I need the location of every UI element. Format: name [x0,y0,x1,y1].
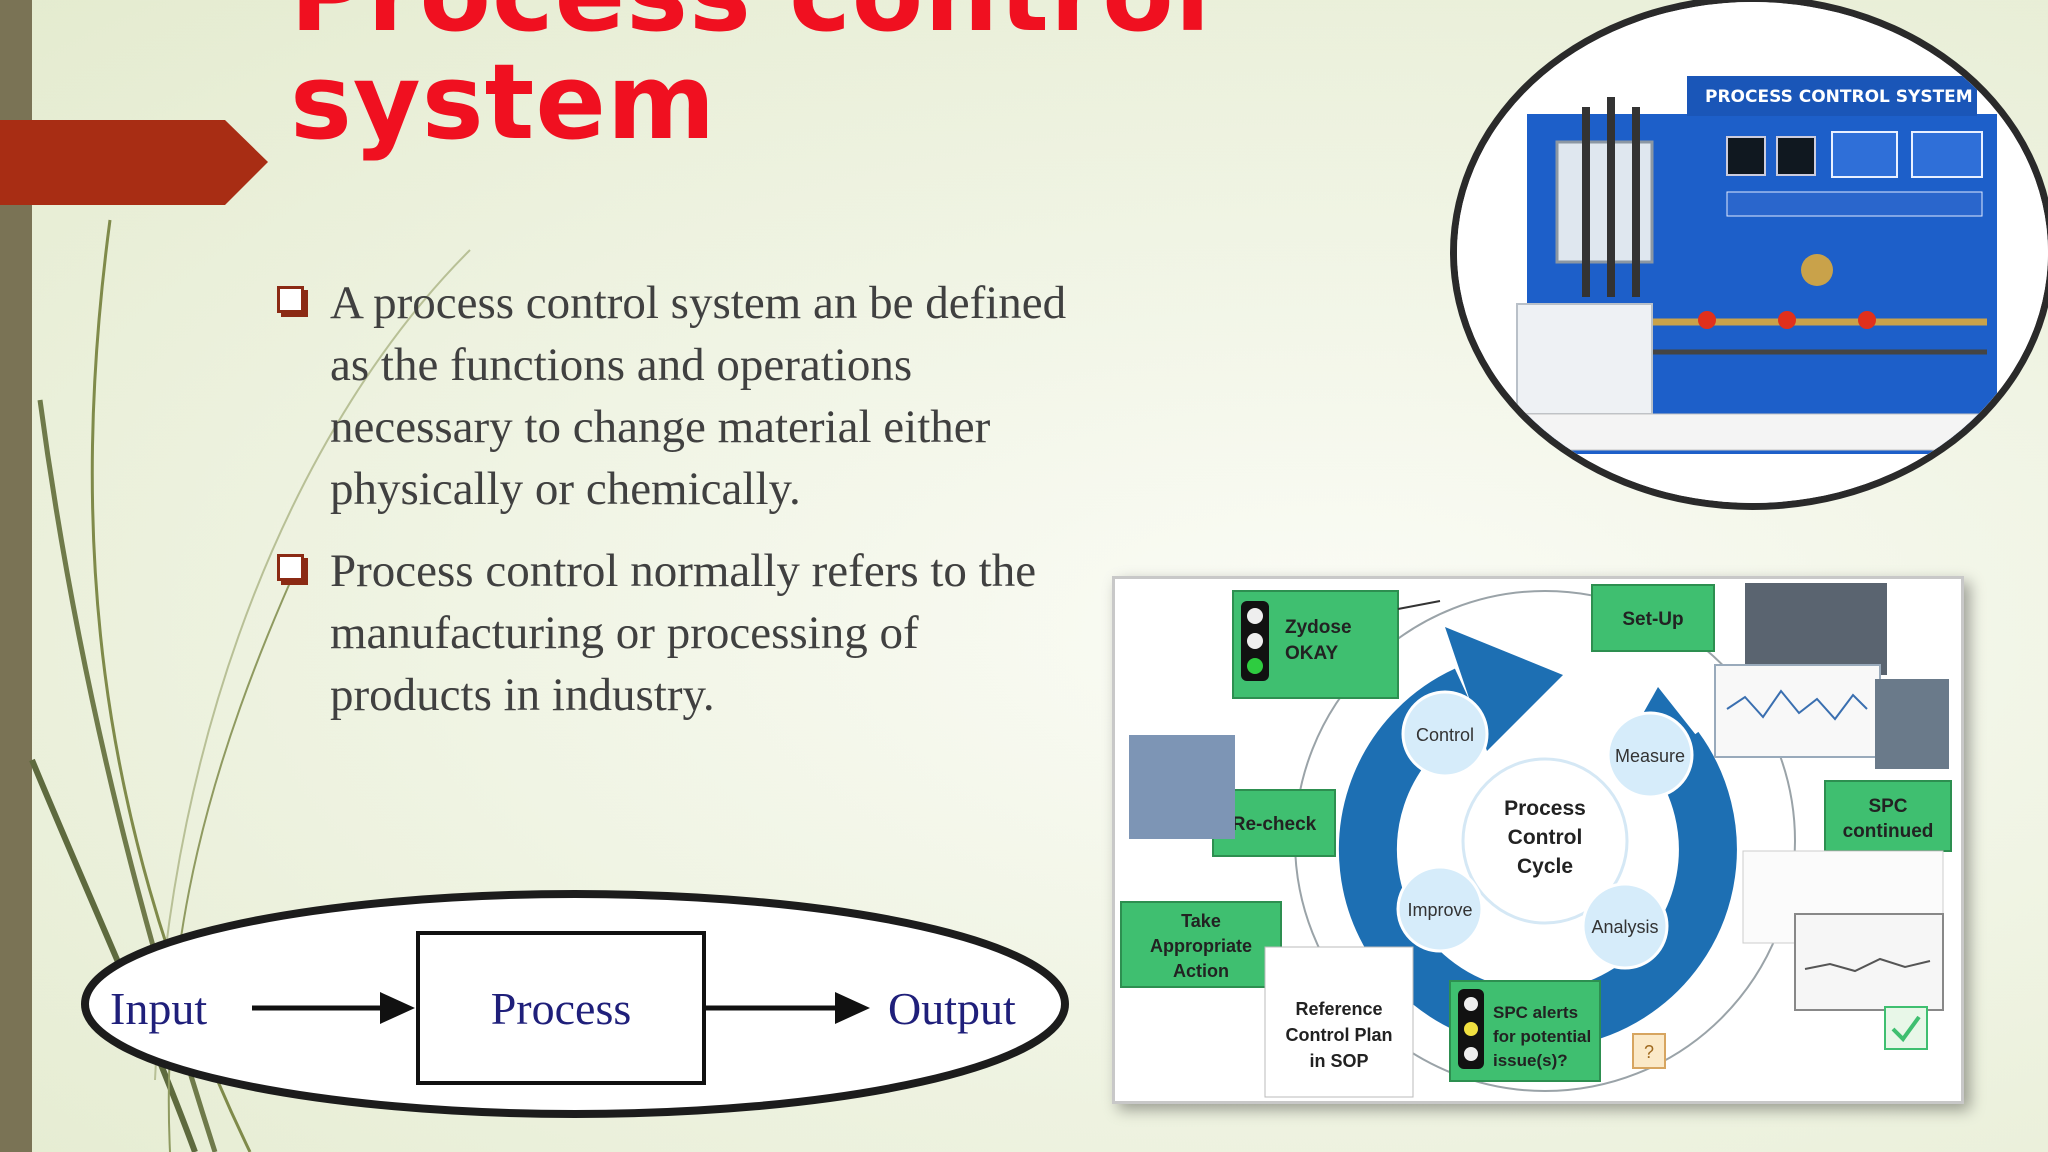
recheck-label: Re-check [1232,814,1317,835]
equipment-photo: PROCESS CONTROL SYSTEM [1450,0,2048,510]
spc-continued-label-1: SPC [1868,796,1907,817]
bullet-text: A process control system an be defined a… [330,277,1067,515]
valve-icon [1801,254,1833,286]
title-arrow-tab [0,120,268,205]
flow-output-label: Output [888,983,1016,1034]
flow-input-label: Input [110,983,207,1034]
bullet-item: A process control system an be defined a… [275,272,1075,520]
take-action-label-3: Action [1173,961,1229,981]
reference-label-2: Control Plan [1286,1025,1393,1045]
zydose-label-1: Zydose [1285,617,1352,638]
bullet-text: Process control normally refers to the m… [330,545,1037,721]
reference-label-1: Reference [1295,999,1382,1019]
cycle-center-line-2: Control [1508,826,1583,849]
process-control-cycle-diagram: Process Control Cycle Control Measure An… [1112,576,1964,1104]
reference-doc-thumbnail [1264,946,1414,1098]
title-line-2: system [290,41,717,163]
stage-control [1401,690,1489,778]
svg-text:?: ? [1644,1042,1654,1062]
question-icon [1632,1033,1666,1069]
checkmark-icon [1884,1006,1928,1050]
flow-process-label: Process [491,983,632,1034]
take-action-label-2: Appropriate [1150,936,1252,956]
spc-alerts-label-1: SPC alerts [1493,1003,1578,1022]
cycle-center-line-3: Cycle [1517,855,1573,878]
bullet-item: Process control normally refers to the m… [275,540,1075,726]
stage-improve [1396,865,1484,953]
stage-improve-label: Improve [1407,900,1472,920]
stage-measure-label: Measure [1615,746,1685,766]
process-rig-illustration: PROCESS CONTROL SYSTEM [1457,2,2048,503]
stage-measure [1606,711,1694,799]
stage-control-label: Control [1416,725,1474,745]
setup-label: Set-Up [1622,609,1683,630]
spc-alerts-label-3: issue(s)? [1493,1051,1568,1070]
reference-label-3: in SOP [1309,1051,1368,1071]
stage-analysis-label: Analysis [1591,917,1658,937]
bullet-list: A process control system an be defined a… [275,272,1075,746]
zydose-label-2: OKAY [1285,643,1338,664]
photo-recheck-thumbnail [1129,735,1235,839]
spc-continued-label-2: continued [1843,821,1934,842]
photo-setup-thumbnail [1745,583,1887,675]
spc-alerts-label-2: for potential [1493,1027,1591,1046]
cycle-center-circle [1461,757,1629,925]
title-line-1: Process control [290,0,1211,55]
rig-panel-label: PROCESS CONTROL SYSTEM [1705,87,1973,107]
flow-process-box [416,931,706,1085]
spc-continued-box [1824,780,1952,852]
cycle-diagram-canvas: Process Control Cycle Control Measure An… [1115,579,1961,1101]
input-process-output-diagram: Input Process Output [81,890,1069,1118]
checkbox-bullet-icon [277,554,304,581]
checkbox-bullet-icon [277,286,304,313]
stage-analysis [1581,882,1669,970]
take-action-label-1: Take [1181,911,1221,931]
setup-box [1591,584,1715,652]
arrow-right-icon [835,992,870,1024]
slide-title: Process control system [290,0,1211,156]
cycle-center-line-1: Process [1504,797,1586,820]
arrow-right-icon [380,992,415,1024]
cycle-arrowhead-icon [1445,627,1563,751]
take-action-box [1120,901,1282,988]
